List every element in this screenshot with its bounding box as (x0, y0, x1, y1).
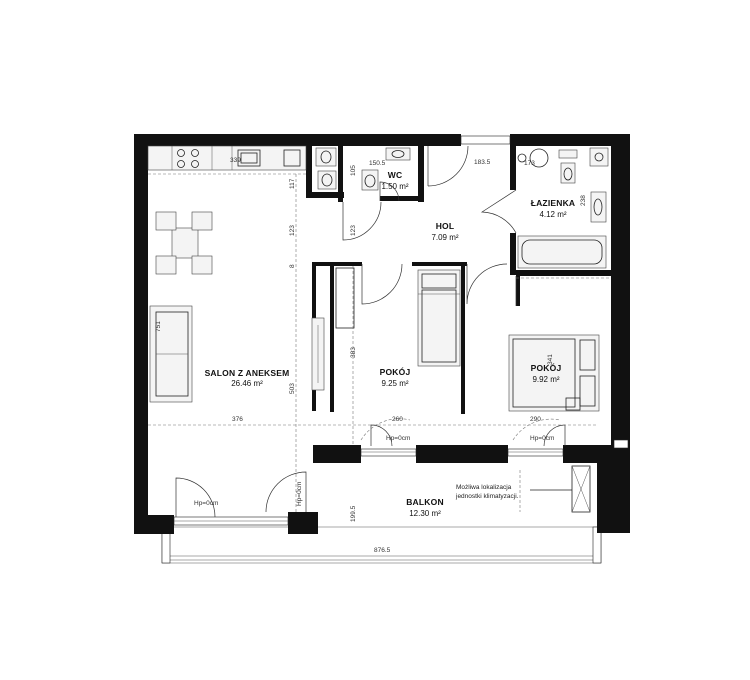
wc-area: 1.50 m² (381, 182, 408, 191)
dim-503: 503 (289, 383, 296, 394)
dim-199-5: 199.5 (350, 505, 357, 522)
dim-376: 376 (232, 416, 243, 423)
kitchen-counter (147, 145, 307, 175)
bathroom-fixtures (517, 147, 609, 269)
dim-383: 383 (350, 347, 357, 358)
pokoj2-area: 9.92 m² (532, 375, 559, 384)
dim-183-5: 183.5 (474, 159, 491, 166)
dim-150-5: 150.5 (369, 160, 386, 167)
wc-fixtures (315, 147, 411, 191)
threshold-label-pokoj1: Hp=0cm (386, 435, 410, 442)
dim-123b: 123 (350, 225, 357, 236)
tv-unit (311, 317, 325, 391)
pokoj2-name: POKÓJ (531, 362, 562, 373)
dim-876-5: 876.5 (374, 547, 391, 554)
dim-117: 117 (289, 178, 296, 189)
pokoj1-furniture (335, 267, 461, 367)
dim-238: 238 (580, 195, 587, 206)
pokoj1-area: 9.25 m² (381, 379, 408, 388)
hol-area: 7.09 m² (431, 233, 458, 242)
dim-105: 105 (350, 165, 357, 176)
dim-260: 260 (392, 416, 403, 423)
ac-note-line1: Możliwa lokalizacja (456, 484, 512, 491)
windows (173, 135, 629, 526)
balkon-area: 12.30 m² (409, 509, 441, 518)
salon-name: SALON Z ANEKSEM (205, 368, 290, 378)
exterior-walls (134, 134, 630, 534)
hol-name: HOL (436, 221, 455, 231)
dim-341: 341 (547, 354, 554, 365)
lazienka-area: 4.12 m² (539, 210, 566, 219)
balcony-railing (161, 526, 602, 564)
balkon-name: BALKON (406, 497, 444, 507)
pokoj1-name: POKÓJ (380, 366, 411, 377)
dim-339: 339 (230, 157, 241, 164)
sofa (149, 305, 193, 403)
salon-area: 26.46 m² (231, 379, 263, 388)
dim-290: 290 (530, 416, 541, 423)
threshold-label-salon: Hp=0cm (194, 500, 218, 507)
doors (175, 145, 566, 518)
dim-751: 751 (155, 321, 162, 332)
ac-unit (530, 465, 591, 513)
dim-123a: 123 (289, 225, 296, 236)
threshold-label-pokoj2: Hp=0cm (530, 435, 554, 442)
lazienka-name: ŁAZIENKA (531, 198, 576, 208)
dining-table (155, 211, 213, 275)
pokoj2-furniture (508, 334, 600, 412)
wc-name: WC (388, 170, 403, 180)
dim-173: 173 (524, 160, 535, 167)
dim-8: 8 (289, 264, 296, 268)
ac-note-line2: jednostki klimatyzacji. (455, 493, 519, 500)
dashed-guides (148, 174, 611, 512)
threshold-label-salon-side: Hp=0cm (296, 482, 303, 506)
